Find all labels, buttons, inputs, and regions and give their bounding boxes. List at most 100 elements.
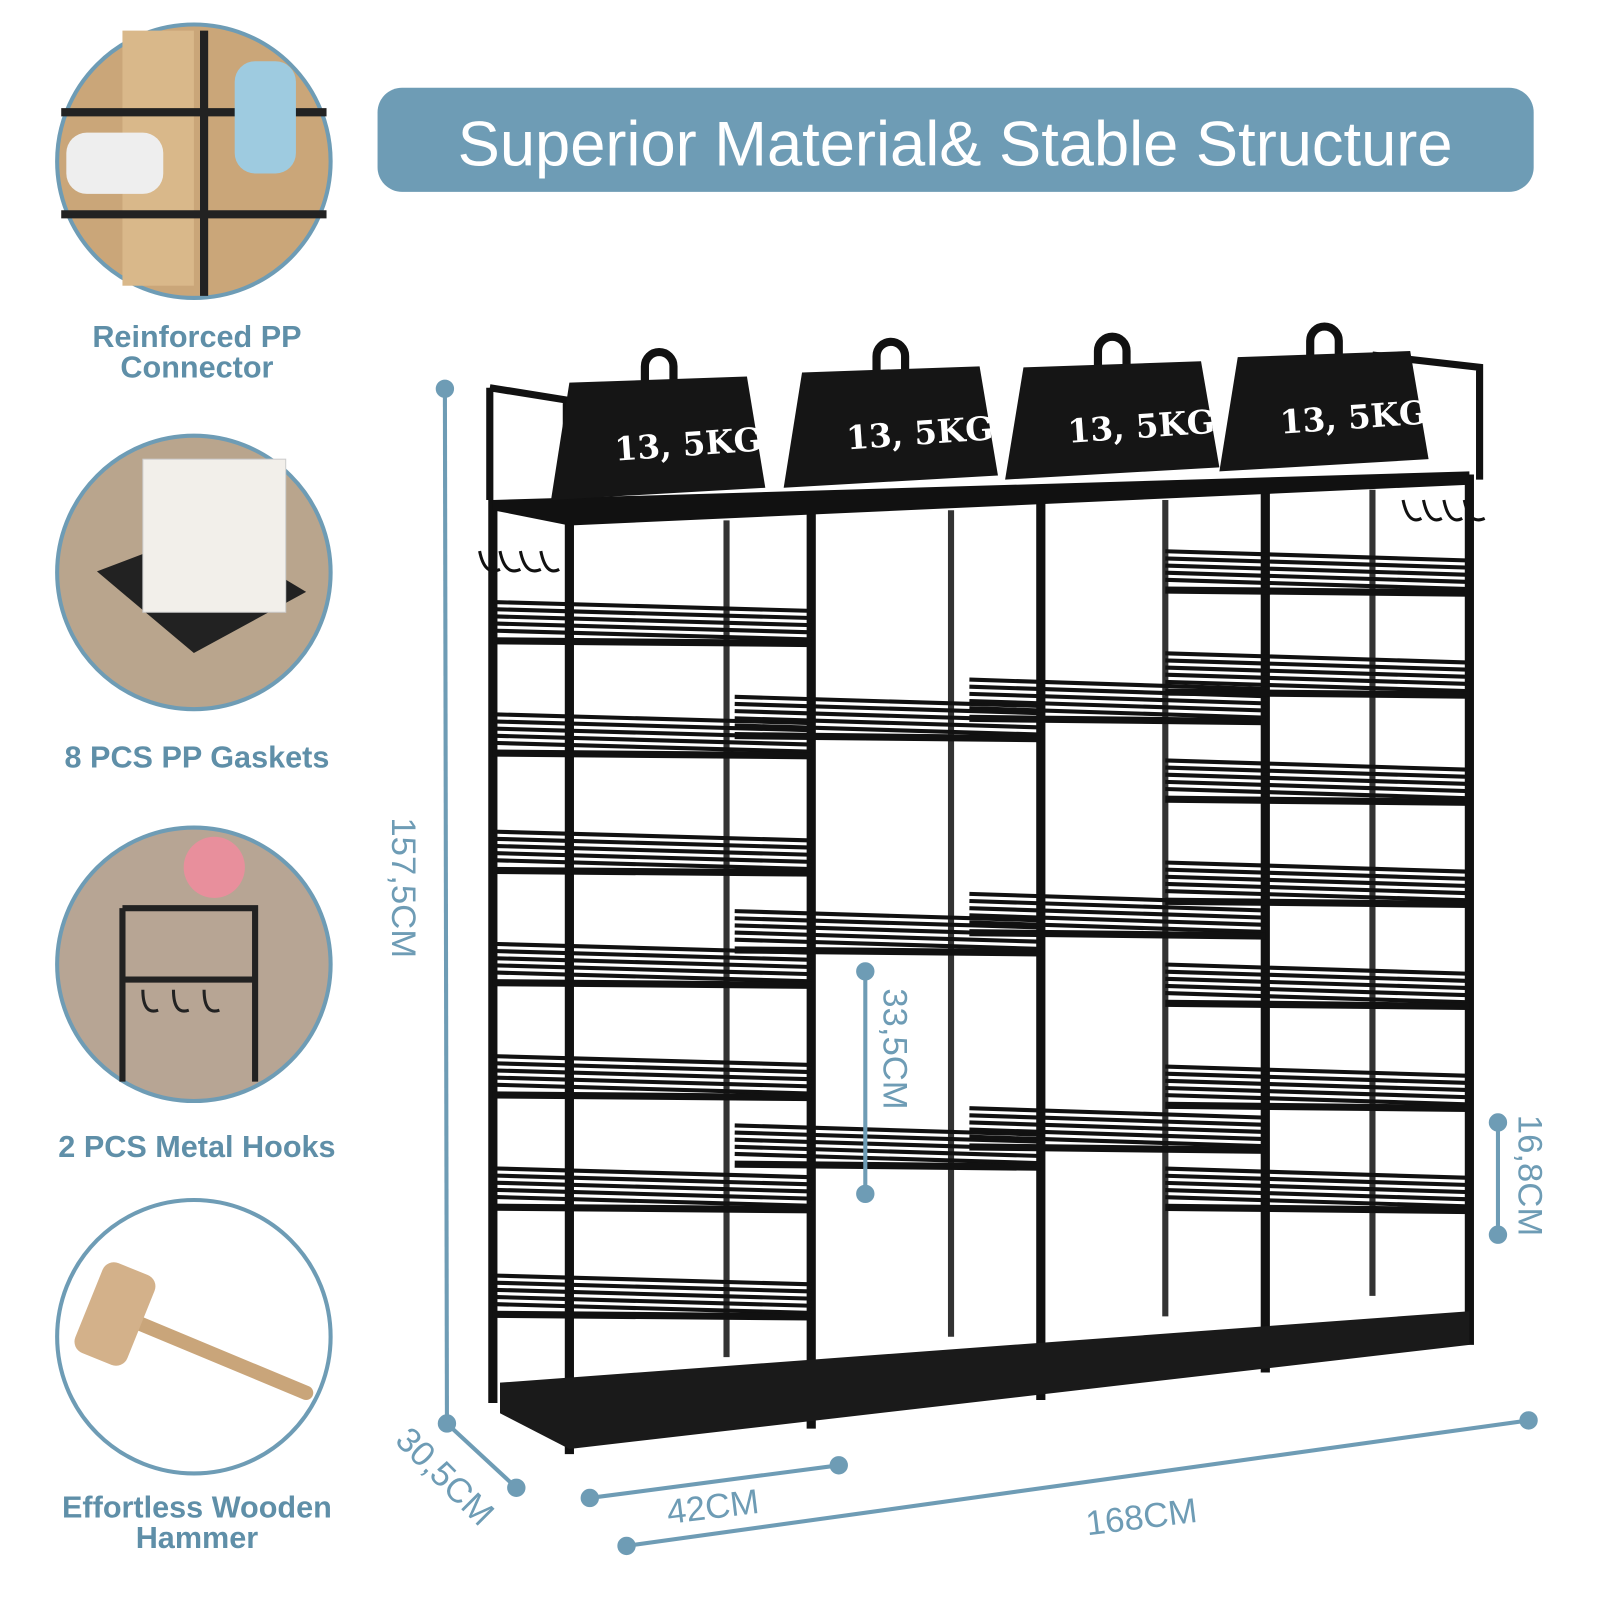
- feature-label: 2 PCS Metal Hooks: [58, 1130, 335, 1164]
- middle-shelf: [734, 716, 1041, 730]
- left-shelf: [492, 1054, 812, 1067]
- middle-shelf: [734, 1151, 1041, 1166]
- weight-body: [1005, 361, 1220, 480]
- left-shelf: [492, 1075, 812, 1089]
- middle-shelf: [969, 677, 1266, 692]
- right-shelf: [1165, 577, 1470, 592]
- right-shelf: [1165, 1093, 1470, 1107]
- left-shelf: [492, 628, 812, 642]
- middle-shelf: [969, 1127, 1266, 1142]
- left-shelf: [492, 1194, 812, 1208]
- left-shelf: [492, 740, 812, 754]
- jewelry-box-icon: [142, 458, 287, 613]
- right-shelf: [1165, 889, 1470, 903]
- right-shelf: [1165, 765, 1470, 779]
- left-shelf: [492, 614, 812, 628]
- right-shelf: [1165, 758, 1470, 772]
- right-shelf-edge: [1165, 795, 1470, 806]
- right-shelf: [1165, 549, 1470, 563]
- right-shelf-edge: [1165, 688, 1470, 699]
- total-width-dimension: 168CM: [1084, 1492, 1200, 1543]
- weight-handle-icon: [1306, 322, 1343, 360]
- left-shelf: [492, 600, 812, 613]
- middle-shelf: [969, 898, 1266, 913]
- left-shelf-edge: [492, 866, 812, 877]
- middle-shelf-edge: [969, 714, 1266, 726]
- right-shelf: [1165, 556, 1470, 570]
- feature-label: Reinforced PP: [92, 320, 301, 354]
- left-shelf-edge: [492, 749, 812, 760]
- middle-shelf: [969, 913, 1266, 927]
- right-shelf: [1165, 786, 1470, 801]
- right-shelf: [1165, 1085, 1470, 1100]
- feature-label: 8 PCS PP Gaskets: [65, 740, 330, 774]
- middle-shelf-edge: [969, 1143, 1266, 1154]
- weight-1: 13, 5KG: [551, 348, 766, 500]
- left-shelf: [492, 733, 812, 747]
- middle-shelf: [734, 937, 1041, 951]
- dimension-lines: [435, 379, 1538, 1556]
- right-shelf: [1165, 991, 1470, 1005]
- bottom-board: [500, 1311, 1470, 1449]
- weight-handle-icon: [640, 348, 678, 385]
- left-shelf: [492, 829, 812, 843]
- right-shelf: [1165, 665, 1470, 679]
- middle-shelf: [969, 906, 1266, 920]
- middle-shelf: [969, 698, 1266, 713]
- shelf-gap-dimension: 16,8CM: [1510, 1115, 1548, 1236]
- column-width-dimension: 42CM: [665, 1483, 761, 1532]
- right-shelf: [1165, 1173, 1470, 1188]
- left-shelf-edge: [492, 1203, 812, 1214]
- right-shelf-edge: [1165, 999, 1470, 1010]
- middle-shelf: [969, 1106, 1266, 1120]
- middle-shelf: [734, 930, 1041, 944]
- middle-shelf: [734, 1144, 1041, 1159]
- right-shelf: [1165, 1180, 1470, 1195]
- middle-shelf-edge: [734, 1160, 1041, 1171]
- left-shelf: [492, 1280, 812, 1294]
- middle-shelf-edge: [734, 732, 1041, 743]
- right-shelf: [1165, 1064, 1470, 1078]
- feature-label: Hammer: [136, 1521, 259, 1555]
- right-shelf: [1165, 962, 1470, 976]
- left-shelf: [492, 1273, 812, 1287]
- weight-4: 13, 5KG: [1219, 322, 1429, 472]
- feature-hammer: Effortless Wooden Hammer: [55, 1197, 333, 1555]
- left-shelf: [492, 970, 812, 984]
- left-shelf: [492, 1061, 812, 1075]
- weight-2: 13, 5KG: [783, 337, 998, 488]
- right-shelf: [1165, 779, 1470, 794]
- left-shelf-edge: [492, 1310, 812, 1321]
- tall-gap-dimension: 33,5CM: [876, 988, 914, 1109]
- left-shelf: [492, 1180, 812, 1194]
- middle-shelf: [969, 1120, 1266, 1134]
- left-shelf: [492, 1082, 812, 1096]
- boot-icon: [234, 61, 296, 174]
- left-shelf: [492, 719, 812, 733]
- right-shelf: [1165, 860, 1470, 874]
- right-shelf: [1165, 672, 1470, 687]
- height-dimension: 157,5CM: [384, 817, 422, 958]
- right-shelf: [1165, 772, 1470, 787]
- sneaker-icon: [66, 132, 164, 194]
- left-shelf: [492, 843, 812, 857]
- left-shelf: [492, 712, 812, 726]
- left-shelf: [492, 956, 812, 970]
- right-shelf: [1165, 679, 1470, 694]
- weight-body: [551, 376, 766, 500]
- weight-handle-icon: [1093, 332, 1131, 370]
- middle-shelf: [734, 723, 1041, 737]
- left-shelf: [492, 948, 812, 962]
- middle-shelf: [969, 1113, 1266, 1127]
- middle-shelf: [969, 706, 1266, 720]
- left-shelf: [492, 1166, 812, 1180]
- right-shelf: [1165, 570, 1470, 584]
- middle-shelf: [734, 1130, 1041, 1144]
- depth-dimension: 30,5CM: [388, 1421, 501, 1534]
- flowers-icon: [183, 836, 245, 898]
- weight-3: 13, 5KG: [1005, 332, 1220, 480]
- middle-shelf: [734, 701, 1041, 716]
- middle-shelf: [734, 916, 1041, 930]
- left-shelf: [492, 963, 812, 977]
